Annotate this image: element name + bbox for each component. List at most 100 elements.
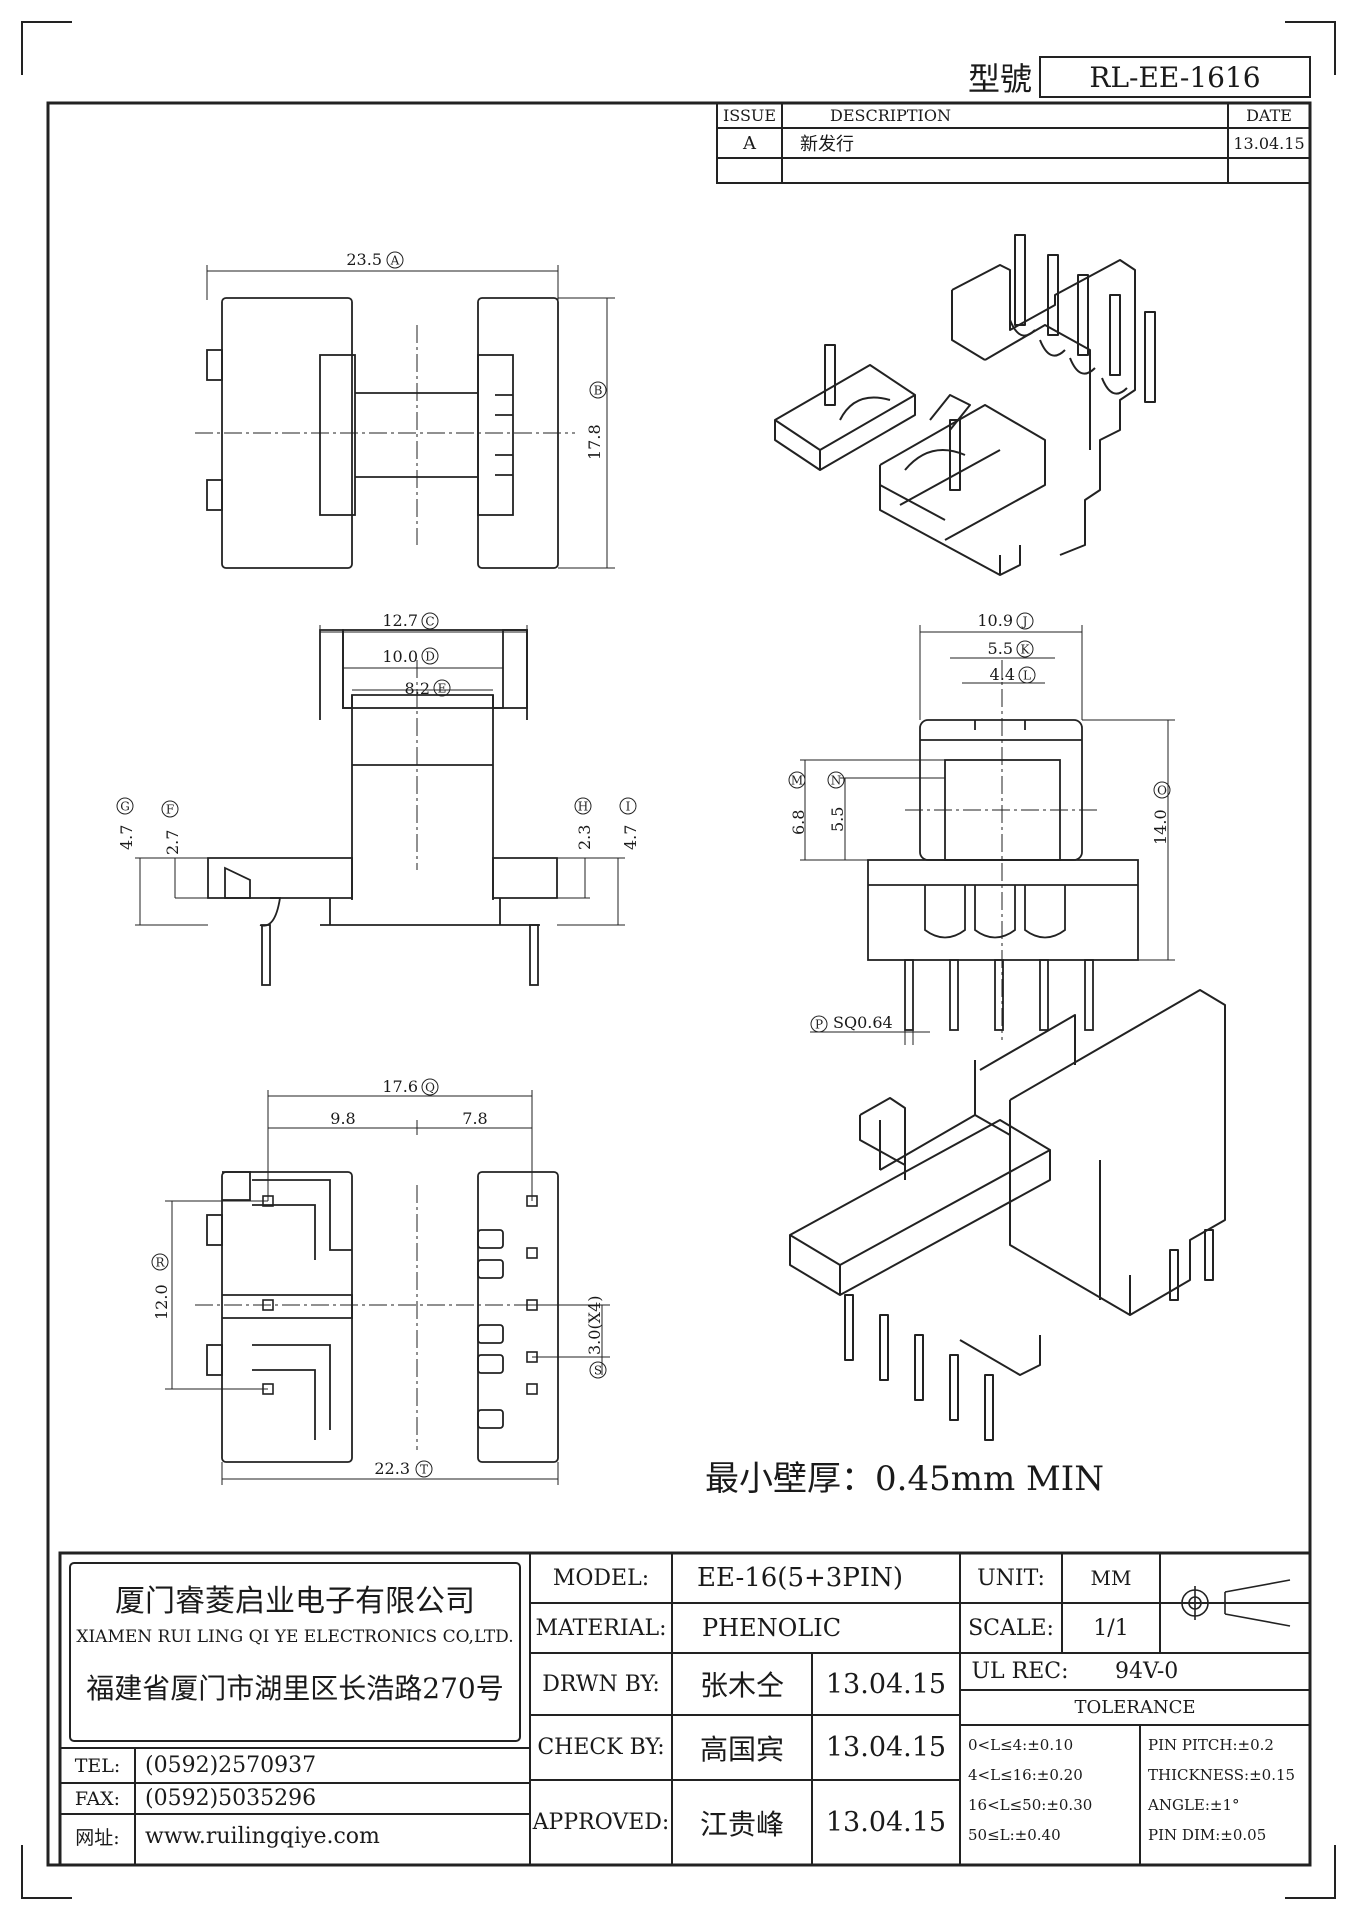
dim-P-value: SQ0.64	[833, 1013, 893, 1032]
dim-A-letter: A	[390, 254, 400, 268]
tb-approved-label: APPROVED:	[532, 1810, 670, 1835]
dim-S-circle	[589, 1361, 607, 1379]
dim-C-letter: C	[425, 615, 434, 629]
dim-G-letter: G	[120, 800, 130, 814]
tb-tolerance-right-1: THICKNESS:±0.15	[1148, 1766, 1296, 1784]
tb-check-name: 高国宾	[699, 1732, 784, 1766]
dim-R-letter: R	[155, 1256, 165, 1270]
dim-N-letter: N	[831, 774, 842, 788]
dim-E-circle	[433, 679, 451, 697]
front-view	[207, 629, 558, 986]
fax-label: FAX:	[74, 1787, 121, 1810]
revision-description-A: 新发行	[800, 134, 854, 155]
tb-tolerance-right-2: ANGLE:±1°	[1148, 1796, 1240, 1814]
dim-O-value: 14.0	[1151, 809, 1170, 845]
dim-Q-left-value: 9.8	[330, 1109, 355, 1128]
side-view	[867, 719, 1139, 1031]
dim-N-value: 5.5	[828, 807, 847, 832]
tel-value: (0592)2570937	[145, 1753, 317, 1778]
dim-D-circle	[421, 647, 439, 665]
dim-B-letter: B	[594, 384, 603, 398]
dim-I-value: 4.7	[621, 825, 640, 850]
dim-J-letter: J	[1021, 615, 1028, 629]
tb-drawn-date: 13.04.15	[825, 1668, 947, 1700]
dim-F-circle	[161, 800, 179, 818]
tb-ul-label: UL REC:	[971, 1659, 1069, 1684]
fax-value: (0592)5035296	[145, 1786, 317, 1811]
dim-K-value: 5.5	[988, 639, 1013, 658]
tb-unit-value: MM	[1090, 1566, 1132, 1590]
tel-label: TEL:	[74, 1754, 121, 1777]
dim-I-circle	[619, 797, 637, 815]
revision-col-issue: ISSUE	[722, 106, 777, 125]
tb-ul-value: 94V-0	[1115, 1659, 1179, 1684]
projection-symbol	[1178, 1579, 1300, 1627]
dim-O-circle	[1153, 781, 1171, 799]
dim-H-letter: H	[578, 800, 588, 814]
dim-Q-right-value: 7.8	[462, 1109, 487, 1128]
dim-L-letter: L	[1023, 669, 1031, 683]
dim-T-value: 22.3	[374, 1459, 410, 1478]
dim-R-circle	[151, 1253, 169, 1271]
dim-C-circle	[421, 612, 439, 630]
company-name-en: XIAMEN RUI LING QI YE ELECTRONICS CO,LTD…	[76, 1627, 514, 1647]
dim-S-value: 3.0(X4)	[585, 1296, 604, 1356]
web-label: 网址:	[75, 1827, 120, 1849]
dim-D-letter: D	[425, 650, 435, 664]
tb-scale-label: SCALE:	[968, 1615, 1054, 1641]
tb-check-date: 13.04.15	[825, 1732, 947, 1763]
dim-Q-value: 17.6	[382, 1077, 418, 1096]
dim-P-letter: P	[815, 1018, 823, 1032]
dim-E-value: 8.2	[405, 679, 430, 698]
tb-model-label: MODEL:	[552, 1565, 650, 1591]
dim-O-letter: O	[1157, 784, 1167, 798]
tb-material-label: MATERIAL:	[535, 1615, 667, 1641]
dim-T-circle	[415, 1460, 433, 1478]
dim-K-letter: K	[1021, 643, 1031, 657]
revision-issue-A: A	[743, 132, 756, 154]
tb-tolerance-right-3: PIN DIM:±0.05	[1148, 1826, 1267, 1844]
tb-model-value: EE-16(5+3PIN)	[697, 1563, 903, 1593]
dim-A-value: 23.5	[346, 250, 382, 269]
tb-scale-value: 1/1	[1093, 1615, 1129, 1641]
dim-N-circle	[827, 771, 845, 789]
dim-P-circle	[810, 1015, 828, 1033]
tb-approved-name: 江贵峰	[699, 1807, 784, 1841]
bottom-view	[206, 1171, 559, 1463]
tb-tolerance-1: 4<L≤16:±0.20	[968, 1766, 1083, 1784]
dim-K-circle	[1016, 640, 1034, 658]
revision-col-description: DESCRIPTION	[830, 106, 951, 125]
isometric-view-bottom	[789, 989, 1226, 1441]
dim-S-letter: S	[594, 1364, 602, 1378]
tb-tolerance-title: TOLERANCE	[1074, 1697, 1196, 1718]
dim-G-circle	[116, 797, 134, 815]
dim-L-value: 4.4	[990, 665, 1015, 684]
tb-tolerance-2: 16<L≤50:±0.30	[968, 1796, 1093, 1814]
dim-G-value: 4.7	[117, 825, 136, 850]
dim-I-letter: I	[626, 800, 631, 814]
dim-J-value: 10.9	[977, 611, 1013, 630]
dim-D-value: 10.0	[382, 647, 418, 666]
dim-C-value: 12.7	[382, 611, 418, 630]
dim-T-letter: T	[420, 1463, 428, 1477]
dim-H-value: 2.3	[575, 825, 594, 850]
model-number-box	[1039, 56, 1311, 98]
dim-R-value: 12.0	[152, 1284, 171, 1320]
company-address: 福建省厦门市湖里区长浩路270号	[86, 1672, 504, 1705]
min-wall-thickness-note: 最小壁厚：0.45mm MIN	[705, 1458, 1104, 1499]
tb-unit-label: UNIT:	[977, 1565, 1045, 1591]
isometric-view-top	[774, 234, 1156, 576]
dim-A-circle	[386, 251, 404, 269]
dim-B-circle	[589, 381, 607, 399]
dim-F-letter: F	[166, 803, 174, 817]
dim-M-circle	[788, 771, 806, 789]
dim-J-circle	[1016, 612, 1034, 630]
model-number: RL-EE-1616	[1089, 60, 1261, 94]
company-name-cn: 厦门睿菱启业电子有限公司	[115, 1583, 475, 1619]
dim-B-value: 17.8	[585, 424, 604, 460]
dim-F-value: 2.7	[163, 830, 182, 855]
tb-check-label: CHECK BY:	[537, 1735, 665, 1760]
dim-L-circle	[1018, 666, 1036, 684]
